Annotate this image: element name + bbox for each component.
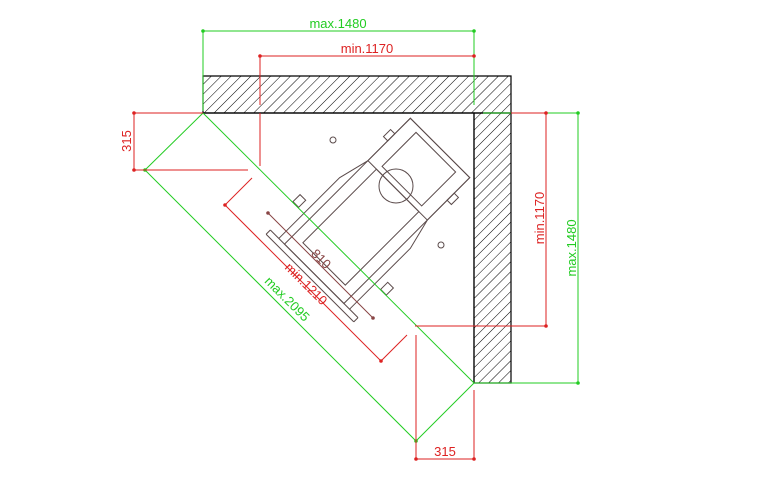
hood-tab-d — [446, 192, 460, 206]
dim-diag-wall-line — [202, 112, 475, 384]
red-dimensions — [133, 55, 547, 460]
wall-top — [202, 75, 512, 114]
hood-body-outer — [283, 117, 471, 305]
hood-tab-c — [382, 128, 396, 142]
label-top-min: min.1170 — [341, 41, 394, 56]
hood-tab-right — [353, 317, 359, 323]
dim-diag-max-ext-top — [144, 112, 204, 171]
label-right-min: min.1170 — [532, 192, 547, 245]
dim-diag-min-ext-bottom — [380, 334, 408, 362]
hood-top-box — [367, 117, 471, 221]
hood-unit — [265, 117, 471, 323]
corner-walls — [202, 75, 512, 384]
hood-canopy-right — [349, 219, 428, 310]
dim-diag-max-ext-bottom — [415, 382, 475, 442]
wall-inner-edge — [203, 112, 475, 383]
dim-red-dot-10 — [379, 359, 383, 363]
hood-tab-left — [265, 229, 271, 235]
dim-green-dot-4 — [576, 381, 580, 385]
dim-dark-dot-1 — [266, 211, 270, 215]
hood-canopy-left — [278, 160, 369, 239]
dim-810-line — [267, 212, 374, 319]
hood-chimney-box — [381, 131, 457, 207]
dim-red-dot-3 — [544, 111, 548, 115]
dim-red-dot-1 — [258, 54, 262, 58]
hood-tab-a — [292, 193, 307, 209]
dark-dimensions — [267, 212, 374, 319]
label-left-315: 315 — [119, 130, 134, 152]
dim-diag-min-ext-top — [224, 177, 253, 206]
hood-knob-a — [437, 241, 445, 249]
green-dimensions — [144, 30, 579, 442]
hood-lower-box — [302, 168, 420, 286]
hood-knob-b — [329, 136, 337, 144]
label-right-max: max.1480 — [564, 219, 579, 276]
dim-green-dot-3 — [576, 111, 580, 115]
wall-right — [473, 112, 512, 384]
dim-red-dot-9 — [223, 203, 227, 207]
dim-red-dot-6 — [132, 168, 136, 172]
dim-green-dot-2 — [472, 29, 476, 33]
dim-red-dot-7 — [414, 457, 418, 461]
dim-red-dot-2 — [472, 54, 476, 58]
dim-dark-dot-2 — [371, 316, 375, 320]
hood-duct-circle — [378, 168, 414, 204]
dim-diag-min-line — [224, 204, 382, 362]
dim-diag-max-line — [144, 169, 417, 442]
dim-red-dot-8 — [472, 457, 476, 461]
label-bottom-315: 315 — [434, 444, 456, 459]
dim-green-dot-1 — [201, 29, 205, 33]
dim-red-dot-4 — [544, 324, 548, 328]
hood-front-edge — [269, 229, 359, 319]
hood-front-edge-2 — [265, 233, 355, 323]
label-top-max: max.1480 — [309, 16, 366, 31]
label-diag-810: 810 — [308, 246, 334, 272]
dim-red-dot-5 — [132, 111, 136, 115]
hood-tab-b — [379, 281, 395, 296]
